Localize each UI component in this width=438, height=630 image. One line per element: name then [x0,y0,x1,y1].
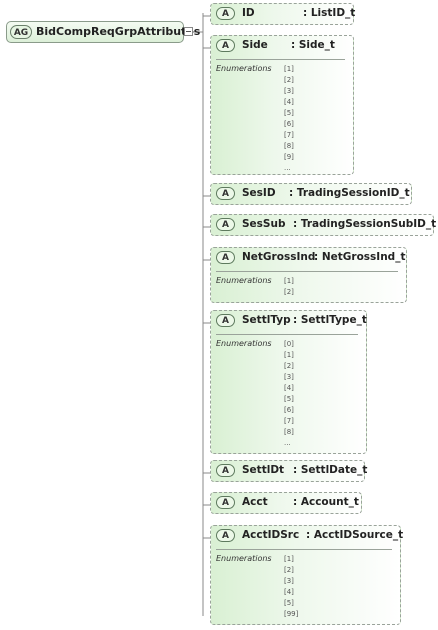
enumeration-value: [4] [284,588,294,596]
enumeration-value: [1] [284,555,294,563]
enumeration-value: [7] [284,417,294,425]
divider [216,59,345,60]
enumerations-label: Enumerations [216,339,272,348]
enumeration-value: [6] [284,120,294,128]
attribute-type: : TradingSessionID_t [289,187,410,199]
enumeration-value: ... [284,164,291,172]
enumeration-value: [2] [284,288,294,296]
enumeration-value: [1] [284,65,294,73]
collapse-toggle-icon[interactable] [184,27,193,36]
attribute-icon: A [216,218,235,231]
attribute-type: : Side_t [291,39,335,51]
enumeration-list: [0] [1] [2] [3] [4] [5] [6] [7] [8] ... [284,339,294,449]
enumeration-list: [1] [2] [3] [4] [5] [6] [7] [8] [9] ... [284,64,294,174]
attribute-name: Side [242,39,268,51]
attribute-icon: A [216,7,235,20]
attribute-icon: A [216,529,235,542]
enumerations-label: Enumerations [216,554,272,563]
attribute-acct[interactable]: A Acct : Account_t [210,492,362,514]
attribute-name: SettlTyp [242,314,291,326]
attribute-type: : TradingSessionSubID_t [293,218,437,230]
enumerations-label: Enumerations [216,276,272,285]
enumeration-value: [1] [284,351,294,359]
enumeration-value: [4] [284,384,294,392]
enumeration-value: [1] [284,277,294,285]
enumeration-value: [2] [284,566,294,574]
enumerations-label: Enumerations [216,64,272,73]
attribute-netgrossind[interactable]: A NetGrossInd : NetGrossInd_t Enumeratio… [210,247,407,303]
enumeration-value: [2] [284,76,294,84]
attribute-icon: A [216,39,235,52]
divider [216,334,358,335]
attribute-name: SesID [242,187,276,199]
enumeration-value: [3] [284,87,294,95]
attribute-type: : SettlDate_t [293,464,368,476]
attribute-sessub[interactable]: A SesSub : TradingSessionSubID_t [210,214,437,236]
attribute-icon: A [216,314,235,327]
enumeration-value: ... [284,439,291,447]
enumeration-value: [5] [284,599,294,607]
attribute-type: : SettlType_t [293,314,367,326]
enumeration-value: [4] [284,98,294,106]
enumeration-value: [2] [284,362,294,370]
attribute-icon: A [216,187,235,200]
attribute-group-title: BidCompReqGrpAttributes [36,25,201,38]
attribute-type: : NetGrossInd_t [314,251,406,263]
enumeration-list: [1] [2] [3] [4] [5] [99] [284,554,298,620]
attribute-name: SesSub [242,218,286,230]
attribute-settltyp[interactable]: A SettlTyp : SettlType_t Enumerations [0… [210,310,367,454]
divider [216,549,392,550]
enumeration-value: [3] [284,577,294,585]
attribute-icon: A [216,464,235,477]
enumeration-list: [1] [2] [284,276,294,298]
attribute-name: ID [242,7,255,19]
enumeration-value: [6] [284,406,294,414]
enumeration-value: [8] [284,428,294,436]
attribute-type: : AcctIDSource_t [306,529,404,541]
attribute-type: : ListID_t [303,7,356,19]
attribute-group-icon: AG [10,25,32,39]
divider [216,271,398,272]
attribute-id[interactable]: A ID : ListID_t [210,3,356,25]
attribute-name: Acct [242,496,268,508]
attribute-settldt[interactable]: A SettlDt : SettlDate_t [210,460,368,482]
enumeration-value: [0] [284,340,294,348]
attribute-acctidsrc[interactable]: A AcctIDSrc : AcctIDSource_t Enumeration… [210,525,404,625]
attribute-type: : Account_t [293,496,359,508]
attribute-name: AcctIDSrc [242,529,300,541]
attribute-side[interactable]: A Side : Side_t Enumerations [1] [2] [3]… [210,35,354,175]
enumeration-value: [7] [284,131,294,139]
enumeration-value: [99] [284,610,299,618]
enumeration-value: [5] [284,395,294,403]
enumeration-value: [8] [284,142,294,150]
attribute-icon: A [216,251,235,264]
attribute-name: SettlDt [242,464,285,476]
enumeration-value: [3] [284,373,294,381]
enumeration-value: [5] [284,109,294,117]
enumeration-value: [9] [284,153,294,161]
attribute-sesid[interactable]: A SesID : TradingSessionID_t [210,183,412,205]
attribute-group-node[interactable]: AG BidCompReqGrpAttributes [6,21,200,43]
attribute-name: NetGrossInd [242,251,316,263]
attribute-icon: A [216,496,235,509]
